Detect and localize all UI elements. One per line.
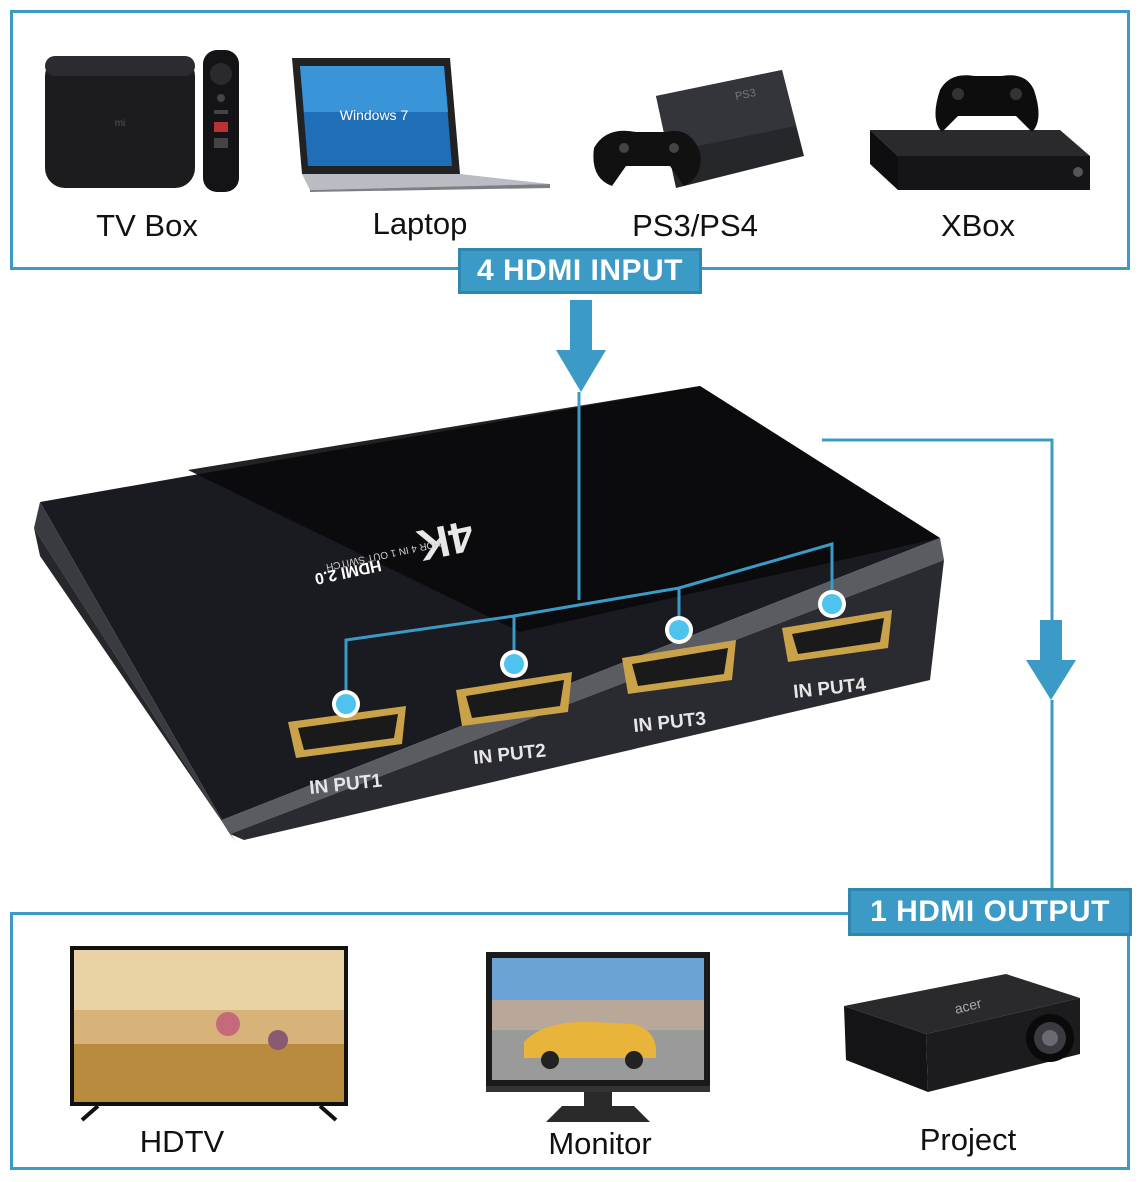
device-label-xbox: XBox — [940, 208, 1016, 243]
monitor-icon — [486, 952, 710, 1122]
svg-text:PS3: PS3 — [734, 87, 757, 103]
svg-text:acer: acer — [953, 995, 984, 1017]
hdmi-port-3 — [622, 640, 736, 694]
tv-box-icon: mi — [45, 50, 239, 192]
laptop-icon: Windows 7 — [292, 58, 550, 192]
output-devices-panel — [10, 912, 1130, 1170]
connector-dots — [332, 590, 846, 718]
switch-logo: 4K — [413, 510, 478, 570]
svg-text:mi: mi — [115, 118, 126, 129]
device-label-tv-box: TV Box — [96, 208, 198, 243]
projector-icon: acer — [844, 974, 1080, 1092]
ps3-console-icon: PS3 — [593, 70, 804, 188]
device-label-hdtv: HDTV — [139, 1124, 225, 1159]
hdmi-port-1 — [288, 706, 406, 758]
hdtv-icon — [70, 946, 348, 1122]
hdmi-input-tag: 4 HDMI INPUT — [458, 248, 702, 294]
device-label-ps3-ps4: PS3/PS4 — [632, 208, 758, 243]
svg-text:Windows 7: Windows 7 — [340, 107, 409, 123]
hdmi-port-2 — [456, 672, 572, 726]
hdmi-switch-device: 4K HDR 4 IN 1 OUT SWITCH HDMI 2.0 — [34, 386, 944, 842]
device-label-monitor: Monitor — [548, 1126, 652, 1161]
xbox-console-icon — [870, 75, 1090, 190]
hdmi-port-4 — [782, 610, 892, 662]
device-label-laptop: Laptop — [372, 206, 468, 241]
hdmi-output-tag: 1 HDMI OUTPUT — [848, 888, 1132, 936]
device-label-project: Project — [919, 1122, 1017, 1157]
